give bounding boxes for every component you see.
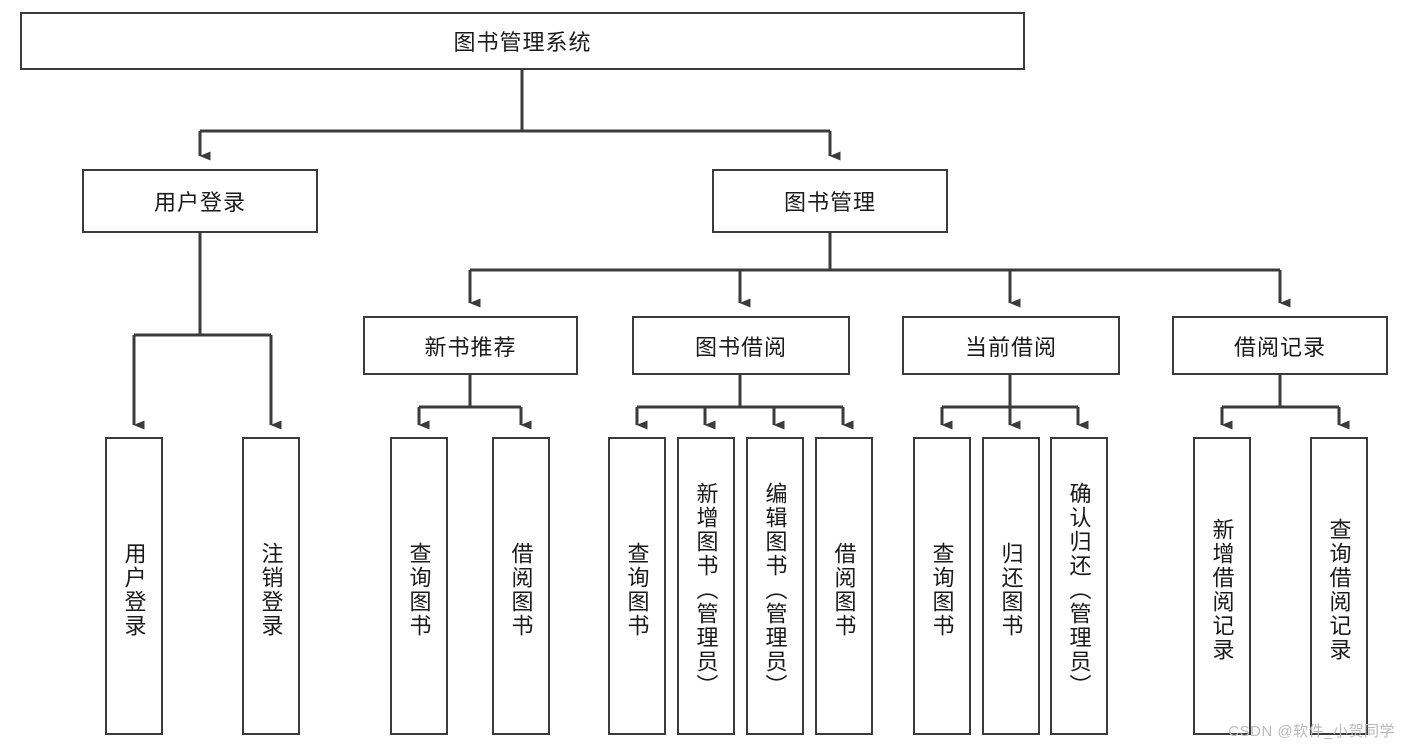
leaf-recommend-query-book[interactable]: 查询图书: [390, 437, 448, 735]
node-book-borrow[interactable]: 图书借阅: [632, 316, 850, 375]
watermark-text: CSDN @软件_小贺同学: [1228, 723, 1395, 740]
node-root-system[interactable]: 图书管理系统: [20, 12, 1025, 70]
leaf-record-query-borrow-record[interactable]: 查询借阅记录: [1310, 437, 1368, 735]
leaf-user-login-login[interactable]: 用户登录: [105, 437, 163, 735]
node-new-book-recommend[interactable]: 新书推荐: [363, 316, 578, 375]
leaf-borrow-query-book[interactable]: 查询图书: [608, 437, 666, 735]
node-borrow-record[interactable]: 借阅记录: [1172, 316, 1388, 375]
leaf-current-confirm-return-admin[interactable]: 确认归还（管理员）: [1050, 437, 1108, 735]
leaf-user-login-logout[interactable]: 注销登录: [242, 437, 300, 735]
leaf-current-query-book[interactable]: 查询图书: [913, 437, 971, 735]
leaf-recommend-borrow-book[interactable]: 借阅图书: [492, 437, 550, 735]
leaf-borrow-borrow-book[interactable]: 借阅图书: [815, 437, 873, 735]
leaf-borrow-add-book-admin[interactable]: 新增图书（管理员）: [677, 437, 735, 735]
node-user-login[interactable]: 用户登录: [82, 169, 318, 233]
leaf-current-return-book[interactable]: 归还图书: [982, 437, 1040, 735]
leaf-borrow-edit-book-admin[interactable]: 编辑图书（管理员）: [746, 437, 804, 735]
node-current-borrow[interactable]: 当前借阅: [902, 316, 1120, 375]
leaf-record-add-borrow-record[interactable]: 新增借阅记录: [1193, 437, 1251, 735]
node-book-management[interactable]: 图书管理: [712, 169, 948, 233]
